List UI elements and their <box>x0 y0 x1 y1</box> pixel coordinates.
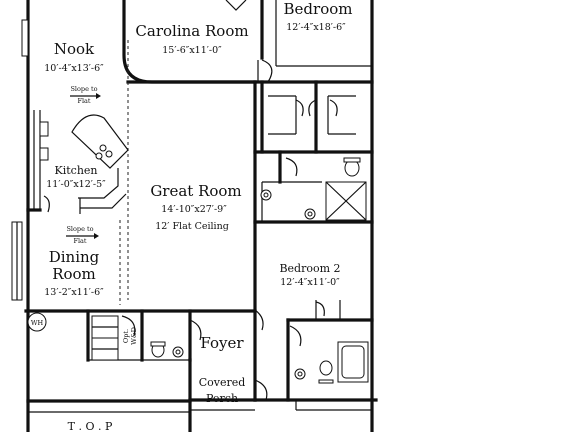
dining-dim: 13′-2″x11′-6″ <box>44 287 104 298</box>
bottom-partial-text: T . O . P <box>68 420 113 432</box>
bedroom-top-name: Bedroom <box>284 0 353 18</box>
bedroom2-name: Bedroom 2 <box>279 262 340 275</box>
porch-name-1: Covered <box>199 376 246 389</box>
slope-arrows <box>66 93 101 239</box>
kitchen-name: Kitchen <box>55 164 98 177</box>
bedroom-top-dim: 12′-4″x18′-6″ <box>286 22 346 33</box>
kitchen-walls <box>26 40 129 300</box>
dining-note-1: Slope to <box>66 225 93 233</box>
nook-name: Nook <box>54 40 95 58</box>
foyer-name: Foyer <box>200 334 244 352</box>
great-room-dim: 14′-10″x27′-9″ <box>161 204 227 215</box>
laundry-powder <box>86 309 264 362</box>
dining-note-2: Flat <box>73 237 86 245</box>
carolina-room-walls <box>122 0 273 84</box>
nook-note-1: Slope to <box>70 85 97 93</box>
master-bath <box>253 150 374 224</box>
carolina-room-dim: 15′-6″x11′-0″ <box>162 45 222 56</box>
closets <box>253 80 374 154</box>
windows <box>11 19 29 301</box>
porch-name-2: Porch <box>206 392 238 405</box>
bedroom2-dim: 12′-4″x11′-0″ <box>280 277 340 288</box>
nook-dim: 10′-4″x13′-6″ <box>44 63 104 74</box>
dining-name-2: Room <box>52 265 96 283</box>
kitchen-dim: 11′-0″x12′-5″ <box>46 179 106 190</box>
opt-label-2: W&D <box>130 327 138 345</box>
nook-note-2: Flat <box>77 97 90 105</box>
bottom-edge <box>28 409 255 413</box>
great-room-note: 12′ Flat Ceiling <box>155 221 229 232</box>
opt-label-1: Opt. <box>122 329 130 343</box>
water-heater-icon <box>27 312 47 332</box>
carolina-room-name: Carolina Room <box>135 22 248 40</box>
great-room-name: Great Room <box>150 182 241 200</box>
water-heater-label: WH <box>31 319 44 327</box>
dining-name-1: Dining <box>49 248 100 266</box>
bedroom2-bath <box>254 300 374 411</box>
